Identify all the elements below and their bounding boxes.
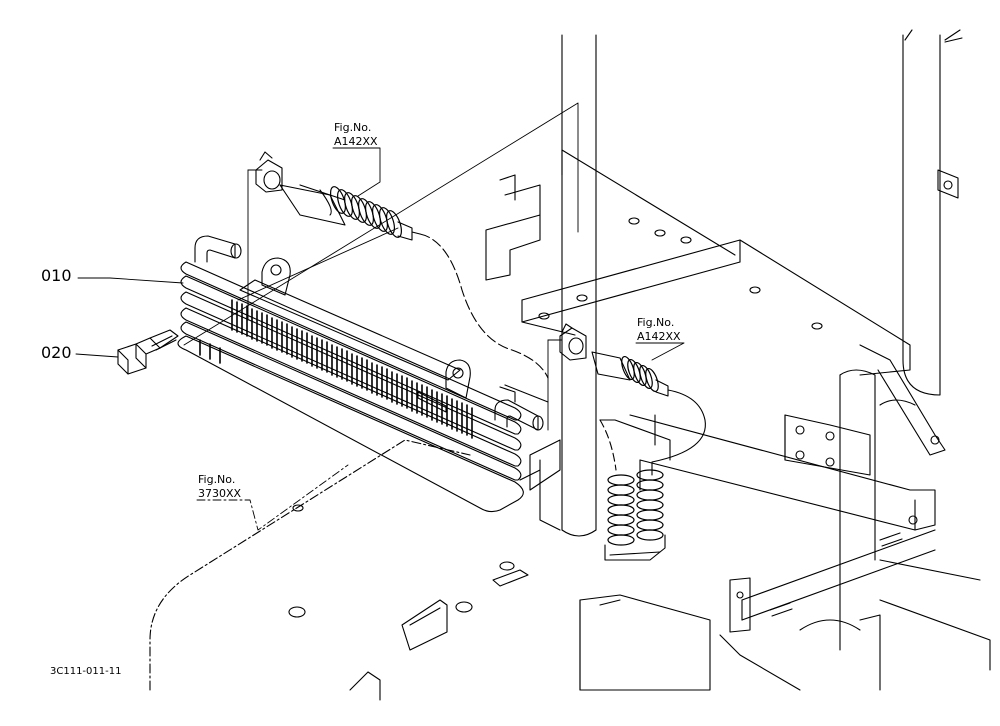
fig-ref-bottom-label: Fig.No. xyxy=(198,473,236,486)
upper-bracket xyxy=(485,169,959,281)
flange-bolt xyxy=(117,329,179,375)
fig-ref-bottom-number: 3730XX xyxy=(198,487,242,500)
frame-vertical-posts xyxy=(561,29,963,537)
coil-springs xyxy=(604,469,666,561)
leader-lines xyxy=(75,102,685,531)
drawing-code: 3C111-011-11 xyxy=(50,666,122,677)
oil-cooler xyxy=(177,235,549,513)
side-bracket xyxy=(784,414,871,476)
part-number-020: 020 xyxy=(41,343,72,362)
fig-ref-right-label: Fig.No. xyxy=(637,316,675,329)
fig-ref-right-number: A142XX xyxy=(637,330,681,343)
fig-ref-top-number: A142XX xyxy=(334,135,378,148)
hose-left xyxy=(255,151,549,379)
cooler-fins xyxy=(199,299,473,439)
base-plate xyxy=(149,439,471,691)
base-plate-holes xyxy=(288,504,529,701)
fig-ref-top-label: Fig.No. xyxy=(334,121,372,134)
hose-right xyxy=(559,323,706,476)
support-pillar xyxy=(519,419,671,531)
part-number-010: 010 xyxy=(41,266,72,285)
lower-frame xyxy=(629,344,946,651)
bottom-tray xyxy=(579,559,991,691)
frame-upper-plate xyxy=(521,149,911,376)
